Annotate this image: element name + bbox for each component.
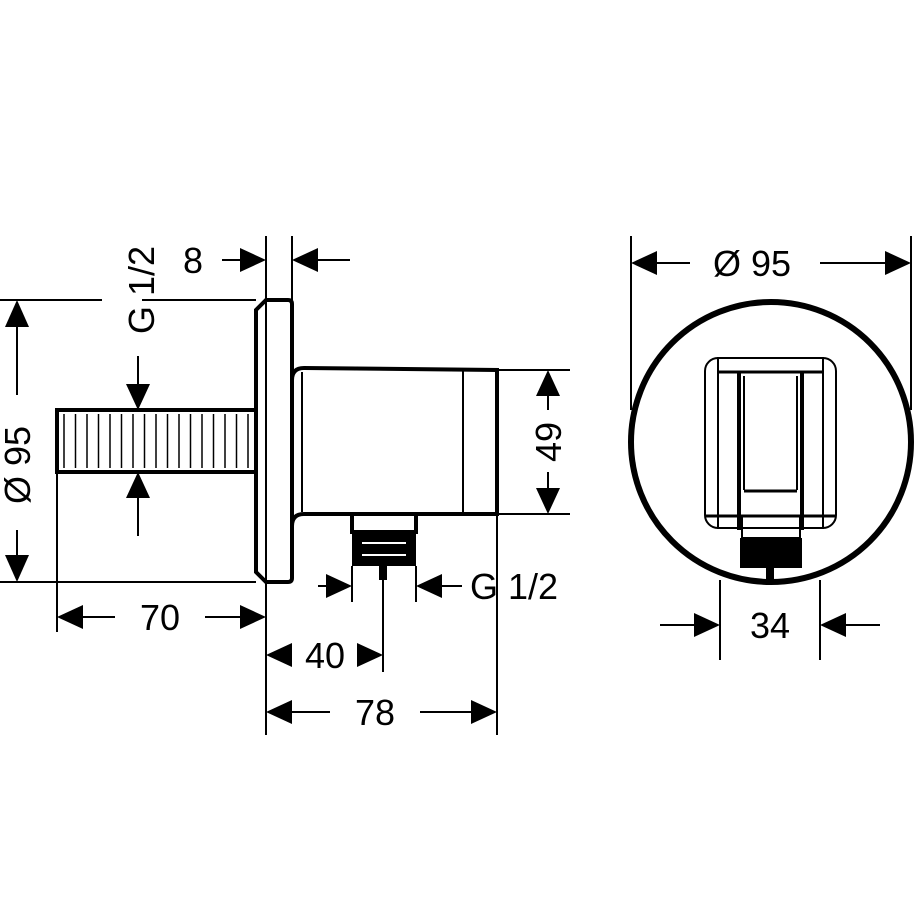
dim-label: 70	[140, 597, 180, 638]
dim-body-height: 49	[497, 369, 570, 515]
dim-outlet-thread: G 1/2	[318, 566, 558, 607]
dim-label: G 1/2	[121, 246, 162, 334]
threaded-stub	[55, 408, 258, 474]
dim-flange-thickness: 8	[183, 236, 350, 300]
side-view: 8 G 1/2 Ø 95 49	[0, 236, 570, 735]
rosette	[628, 299, 914, 585]
dim-rosette-diameter: Ø 95	[630, 236, 912, 410]
outlet-nipple	[350, 512, 418, 580]
dim-projection: 78	[266, 514, 498, 735]
dim-holder-width: 34	[660, 580, 880, 660]
dim-label: 40	[305, 635, 345, 676]
hose-holder	[704, 357, 837, 580]
dim-label: 8	[183, 240, 203, 281]
dim-label: Ø 95	[713, 243, 791, 284]
dim-wall-thread: G 1/2	[121, 246, 162, 536]
dim-flange-diameter: Ø 95	[0, 299, 256, 583]
dim-stub-length: 70	[56, 472, 267, 735]
dim-label: Ø 95	[0, 426, 38, 504]
dim-label: G 1/2	[470, 566, 558, 607]
flange	[254, 298, 294, 584]
dim-label: 78	[355, 692, 395, 733]
dim-label: 49	[528, 422, 569, 462]
front-view: Ø 95 34	[628, 236, 914, 660]
dim-label: 34	[750, 605, 790, 646]
dim-outlet-offset: 40	[266, 580, 384, 676]
body	[290, 365, 499, 527]
